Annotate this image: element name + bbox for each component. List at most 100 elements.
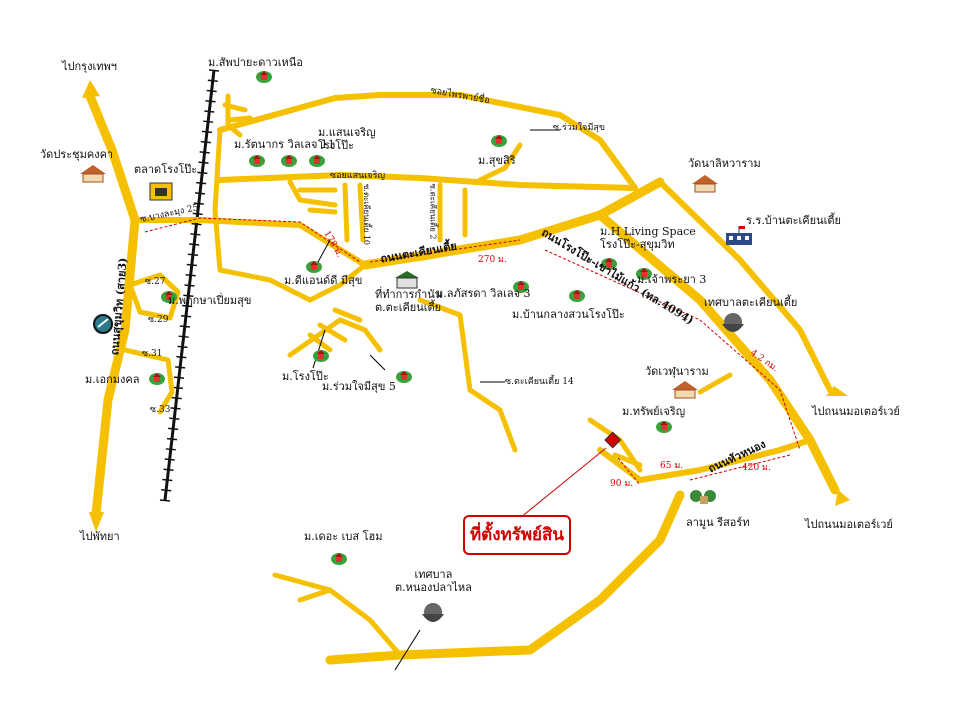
railway-tie xyxy=(182,304,193,308)
railway-tie xyxy=(190,233,201,236)
village-icon xyxy=(568,287,586,303)
road-soi27-29 xyxy=(127,272,181,321)
road-saencharoen xyxy=(217,172,638,191)
label-soi14: ซ.ตะเคียนเตี้ย 14 xyxy=(505,377,574,387)
railway-tie xyxy=(159,499,171,502)
label-kamnan-office: ที่ทำการกำนัน ต.ตะเคียนเตี้ย xyxy=(375,288,443,314)
railway-tie xyxy=(184,284,195,287)
label-the-best: ม.เดอะ เบส โฮม xyxy=(304,530,383,543)
village-icon xyxy=(160,288,178,304)
label-rongpo: ม.โรงโป๊ะ xyxy=(282,370,329,383)
road-ban-klang xyxy=(417,297,518,453)
railway-tie xyxy=(179,325,190,328)
resort-icon xyxy=(688,486,718,508)
railway-tie xyxy=(203,120,214,123)
railway-tie xyxy=(163,468,174,472)
village-icon xyxy=(255,68,273,84)
railway-tie xyxy=(201,130,213,134)
road-takhian-main xyxy=(360,177,665,270)
label-soi-ruamjai: ซ.ร่วมใจมีสุข xyxy=(553,123,606,133)
label-soi31: ซ.31 xyxy=(142,349,163,359)
label-wat-prachum: วัดประชุมคงคา xyxy=(40,148,114,161)
railway-tie xyxy=(189,243,200,246)
label-ruamjai5: ม.ร่วมใจมีสุข 5 xyxy=(322,380,396,393)
pointer-ruamjai5 xyxy=(369,354,386,371)
road-sois-north xyxy=(287,179,468,243)
railway-tie xyxy=(185,274,196,277)
railway-tie xyxy=(187,253,199,257)
dist-line-90 xyxy=(617,457,641,486)
railway-tie xyxy=(173,376,185,379)
label-school: ร.ร.บ้านตะเคียนเตี้ย xyxy=(746,214,841,227)
label-wat-wanaram: วัดเวฬุนาราม xyxy=(645,365,709,378)
village-icon xyxy=(308,152,326,168)
railway-tie xyxy=(208,69,220,72)
railway-tie xyxy=(169,417,180,420)
label-takhian-muni: เทศบาลตะเคียนเตี้ย xyxy=(704,296,798,309)
railway-tie xyxy=(193,202,204,205)
dist-line-42 xyxy=(544,249,801,451)
railway-tie xyxy=(178,335,189,338)
kamnan-office-icon xyxy=(392,268,422,290)
village-icon xyxy=(248,152,266,168)
road-huanong xyxy=(597,437,813,483)
label-market: ตลาดโรงโป๊ะ xyxy=(134,163,198,176)
arrow-pattaya xyxy=(89,512,104,532)
railway-tie xyxy=(176,355,187,359)
market-icon xyxy=(146,180,176,202)
label-soi33: ซ.33 xyxy=(150,405,171,415)
railway-tie xyxy=(165,448,176,451)
property-marker xyxy=(604,431,622,449)
label-dist-420: 420 ม. xyxy=(742,463,771,473)
railway-tie xyxy=(168,427,179,431)
railway-tie xyxy=(166,437,178,441)
label-dist-90: 90 ม. xyxy=(610,479,634,489)
property-pointer xyxy=(519,447,607,519)
temple-icon xyxy=(690,172,720,194)
railway-tie xyxy=(191,222,202,226)
road-north-loop xyxy=(217,92,638,191)
railway-tie xyxy=(192,212,203,216)
school-icon xyxy=(724,225,754,247)
dist-line-270 xyxy=(369,239,521,263)
railway-tie xyxy=(177,345,188,349)
railway-tie xyxy=(172,386,183,390)
railway-tie xyxy=(164,458,175,461)
railway-tie xyxy=(194,192,206,195)
temple-icon xyxy=(78,162,108,184)
railway-tie xyxy=(183,294,194,297)
village-icon xyxy=(280,152,298,168)
road-west-connector xyxy=(212,127,368,303)
label-soi27: ซ.27 xyxy=(145,277,166,287)
temple-icon xyxy=(670,378,700,400)
label-soi-takhian10: ซ.ตะเคียนเตี้ย 10 xyxy=(362,183,372,246)
railway-tie xyxy=(198,161,209,164)
label-soi29: ซ.29 xyxy=(148,315,169,325)
road-rongpo-village xyxy=(287,307,383,358)
railway-tie xyxy=(197,171,208,175)
label-dist-270: 270 ม. xyxy=(478,255,507,265)
village-icon xyxy=(312,347,330,363)
label-pattaya: ไปพัทยา xyxy=(80,530,120,543)
dist-line-soi25 xyxy=(144,217,361,263)
label-h-living: ม.H Living Space โรงโป๊ะ-สุขุมวิท xyxy=(600,225,696,251)
label-chaophraya: ม.เจ้าพระยา 3 xyxy=(637,273,707,286)
railway-tie xyxy=(175,366,186,369)
railway-tie xyxy=(207,79,218,82)
label-supcharoen: ม.ทรัพย์เจริญ xyxy=(622,405,686,418)
label-sappaya: ม.สัพปายะดาวเหนือ xyxy=(208,56,303,69)
railway-tie xyxy=(162,478,173,482)
arrow-motorway1 xyxy=(826,386,848,396)
railway-tie xyxy=(170,407,181,410)
dist-line-420 xyxy=(689,454,791,481)
village-icon xyxy=(148,370,166,386)
railway-ties xyxy=(159,69,220,502)
railway-tie xyxy=(196,181,207,185)
label-saensri: ม.แสนเจริญ โรงโป๊ะ xyxy=(318,126,376,152)
label-motorway2: ไปถนนมอเตอร์เวย์ xyxy=(805,518,893,531)
road-rongpo-khaomai xyxy=(595,210,840,495)
pointer-nongplalai xyxy=(394,629,421,671)
village-icon xyxy=(395,368,413,384)
railway-tie xyxy=(186,263,197,267)
